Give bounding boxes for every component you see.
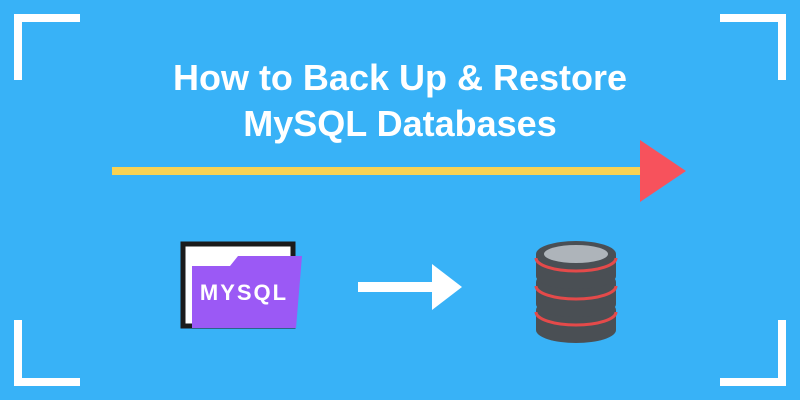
folder-icon: [180, 241, 302, 329]
right-arrow-icon: [358, 264, 462, 310]
title-line-2: MySQL Databases: [243, 103, 557, 144]
page-title: How to Back Up & Restore MySQL Databases: [0, 55, 800, 147]
corner-bracket-bottom-left: [14, 320, 80, 386]
folder-label: MYSQL: [199, 280, 289, 305]
database-icon: [534, 241, 618, 343]
long-arrow-icon: [112, 140, 686, 202]
corner-bracket-top-right: [720, 14, 786, 80]
corner-bracket-bottom-right: [720, 320, 786, 386]
title-line-1: How to Back Up & Restore: [172, 57, 628, 98]
corner-bracket-top-left: [14, 14, 80, 80]
